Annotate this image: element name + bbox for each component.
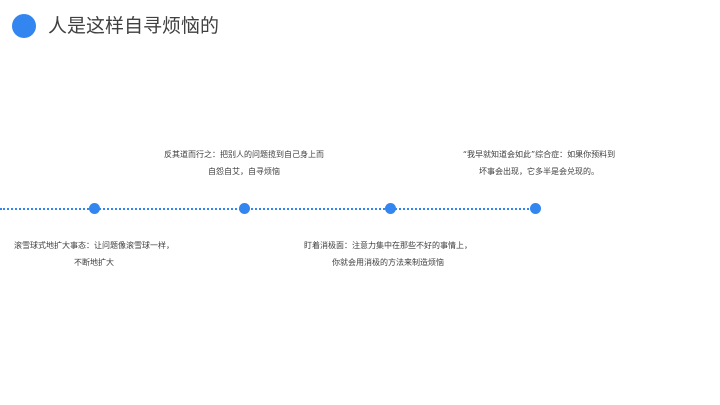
slide-title: 人是这样自寻烦恼的 xyxy=(48,15,220,37)
timeline-caption-1: 滚雪球式地扩大事态：让问题像滚雪球一样， 不断地扩大 xyxy=(4,237,184,271)
caption-4-line-1: “我早就知道会如此”综合症：如果你预料到 xyxy=(462,150,616,159)
timeline-node-2 xyxy=(239,203,250,214)
timeline-node-3 xyxy=(385,203,396,214)
caption-3-line-1: 盯着消极面：注意力集中在那些不好的事情上， xyxy=(304,241,472,250)
timeline-caption-3: 盯着消极面：注意力集中在那些不好的事情上， 你就会用消极的方法来制造烦恼 xyxy=(290,237,486,271)
timeline-line xyxy=(0,208,536,210)
caption-2-line-2: 自怨自艾，自寻烦恼 xyxy=(208,167,280,176)
caption-2-line-1: 反其道而行之：把别人的问题揽到自己身上而 xyxy=(164,150,324,159)
caption-3-line-2: 你就会用消极的方法来制造烦恼 xyxy=(332,258,444,267)
caption-1-line-1: 滚雪球式地扩大事态：让问题像滚雪球一样， xyxy=(14,241,174,250)
timeline-node-1 xyxy=(89,203,100,214)
caption-1-line-2: 不断地扩大 xyxy=(74,258,114,267)
title-bullet-icon xyxy=(12,14,36,38)
timeline-caption-2: 反其道而行之：把别人的问题揽到自己身上而 自怨自艾，自寻烦恼 xyxy=(149,146,339,180)
caption-4-line-2: 坏事会出现，它多半是会兑现的。 xyxy=(479,167,599,176)
timeline-node-4 xyxy=(530,203,541,214)
timeline-caption-4: “我早就知道会如此”综合症：如果你预料到 坏事会出现，它多半是会兑现的。 xyxy=(446,146,632,180)
